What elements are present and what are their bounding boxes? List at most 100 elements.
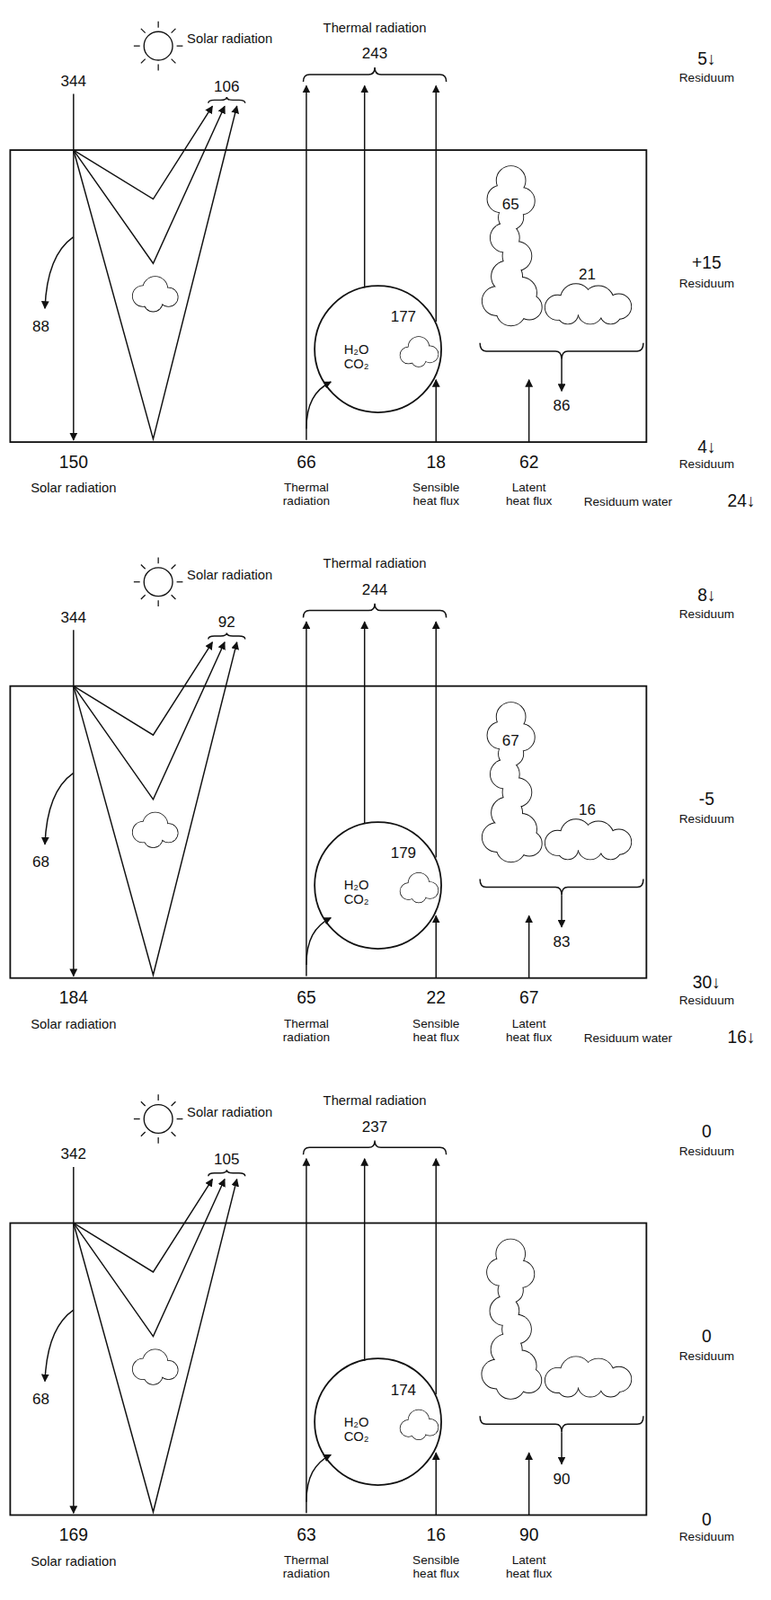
cloud-outline — [481, 702, 541, 862]
circle-outline — [314, 1359, 442, 1487]
greenhouse-cloud — [399, 873, 438, 904]
circle-outline — [314, 822, 442, 949]
reflection-arrow — [73, 642, 238, 975]
sun-ray — [133, 1118, 141, 1120]
flux-value: 65 — [502, 196, 520, 214]
flux-value: 105 — [213, 1152, 240, 1170]
circle-outline — [314, 285, 442, 413]
thermal-arrow — [305, 1159, 307, 1514]
flux-caption: Solar radiation — [186, 31, 273, 46]
flux-caption: Solar radiation — [186, 1104, 273, 1119]
residuum-caption: Residuum — [679, 1143, 735, 1158]
greenhouse-cloud — [399, 336, 438, 367]
reflection-arrow — [73, 1179, 225, 1338]
solar-arrow — [72, 629, 74, 976]
flux-caption: Thermal radiation — [323, 20, 427, 36]
reflection-arrow — [73, 642, 225, 800]
reflection-arrow — [73, 106, 213, 199]
sun-ray — [171, 1132, 177, 1137]
flux-value: 68 — [32, 854, 50, 872]
absorption-arrow — [44, 1310, 74, 1383]
cloud-release-arrow — [560, 1432, 562, 1464]
flux-value: 86 — [553, 398, 571, 416]
node-outline — [313, 284, 443, 414]
residuum-value: 16↓ — [726, 1028, 755, 1047]
cloud-outline — [545, 820, 631, 860]
sun-ray — [171, 564, 177, 569]
sun-ray — [141, 28, 146, 34]
cloud-node: 65 — [476, 158, 546, 332]
flux-value: 90 — [553, 1471, 571, 1489]
flux-value: 174 — [390, 1382, 417, 1400]
sun-ray — [133, 45, 141, 47]
node-outline — [313, 1357, 443, 1487]
residuum-caption: Residuum water — [584, 1030, 673, 1045]
sun-ray — [158, 600, 160, 607]
sun-ray — [171, 59, 177, 64]
flux-value: 62 — [519, 452, 539, 472]
residuum-caption: Residuum — [679, 992, 735, 1007]
flux-value: 67 — [519, 989, 539, 1009]
absorption-arrow — [306, 1454, 331, 1502]
reflection-arrow — [73, 642, 213, 736]
flux-caption: Solar radiation — [30, 1017, 116, 1032]
sun-symbol — [143, 567, 173, 597]
flux-value: 344 — [61, 73, 87, 91]
residuum-value: 0 — [701, 1123, 712, 1143]
flux-value: 65 — [296, 989, 316, 1009]
sun-ray — [158, 1137, 160, 1144]
flux-value: 106 — [213, 78, 240, 96]
flux-value: 169 — [59, 1526, 89, 1546]
residuum-caption: Residuum — [679, 1349, 735, 1364]
latent-heat-arrow — [528, 915, 530, 978]
panel-illustration — [9, 21, 647, 443]
thermal-brace — [303, 603, 447, 619]
sensible-heat-arrow — [435, 380, 437, 443]
flux-caption: Solar radiation — [30, 480, 116, 496]
flux-value: 244 — [362, 581, 388, 599]
sun-symbol — [143, 31, 173, 61]
residuum-caption: Residuum — [679, 456, 735, 470]
reflection-arrow — [73, 106, 225, 264]
absorption-arrow — [306, 918, 331, 966]
thermal-arrow — [435, 85, 437, 322]
solar-arrow — [72, 94, 74, 441]
cloud-release-arrow — [560, 895, 562, 928]
residuum-value: 5↓ — [697, 49, 716, 69]
residuum-caption: Residuum — [679, 812, 735, 826]
node-outline — [476, 694, 546, 869]
thermal-arrow — [363, 85, 365, 288]
greenhouse-cloud — [399, 1409, 438, 1440]
absorption-arrow — [306, 381, 331, 429]
cloud-brace — [479, 1416, 644, 1433]
flux-caption: Thermal radiation — [274, 1017, 338, 1045]
flux-caption: Sensible heat flux — [404, 1017, 468, 1045]
atmosphere-box — [9, 150, 647, 443]
flux-value: 66 — [296, 452, 316, 472]
sun-ray — [177, 1118, 184, 1120]
thermal-arrow — [363, 621, 365, 825]
flux-caption: Solar radiation — [186, 567, 273, 583]
flux-value: 177 — [390, 309, 417, 327]
flux-caption: Solar radiation — [30, 1553, 116, 1569]
flux-value: 22 — [426, 989, 446, 1009]
residuum-caption: Residuum water — [584, 494, 673, 508]
flux-caption: Latent heat flux — [500, 480, 559, 508]
flux-value: 90 — [519, 1526, 539, 1546]
thermal-arrow — [305, 85, 307, 440]
reflection-brace — [208, 633, 246, 640]
reflection-arrow — [73, 1179, 238, 1513]
sun-ray — [158, 21, 160, 28]
thermal-arrow — [305, 621, 307, 976]
thermal-arrow — [435, 1159, 437, 1396]
flux-value: 83 — [553, 934, 571, 952]
sun-ray — [141, 59, 146, 64]
residuum-value: 8↓ — [697, 585, 716, 605]
flux-caption: Sensible heat flux — [404, 480, 468, 508]
residuum-caption: Residuum — [679, 275, 735, 290]
gas-label: H₂O CO₂ — [338, 1415, 374, 1445]
sensible-heat-arrow — [435, 1453, 437, 1516]
thermal-arrow — [363, 1159, 365, 1362]
cloud-outline — [545, 283, 631, 324]
